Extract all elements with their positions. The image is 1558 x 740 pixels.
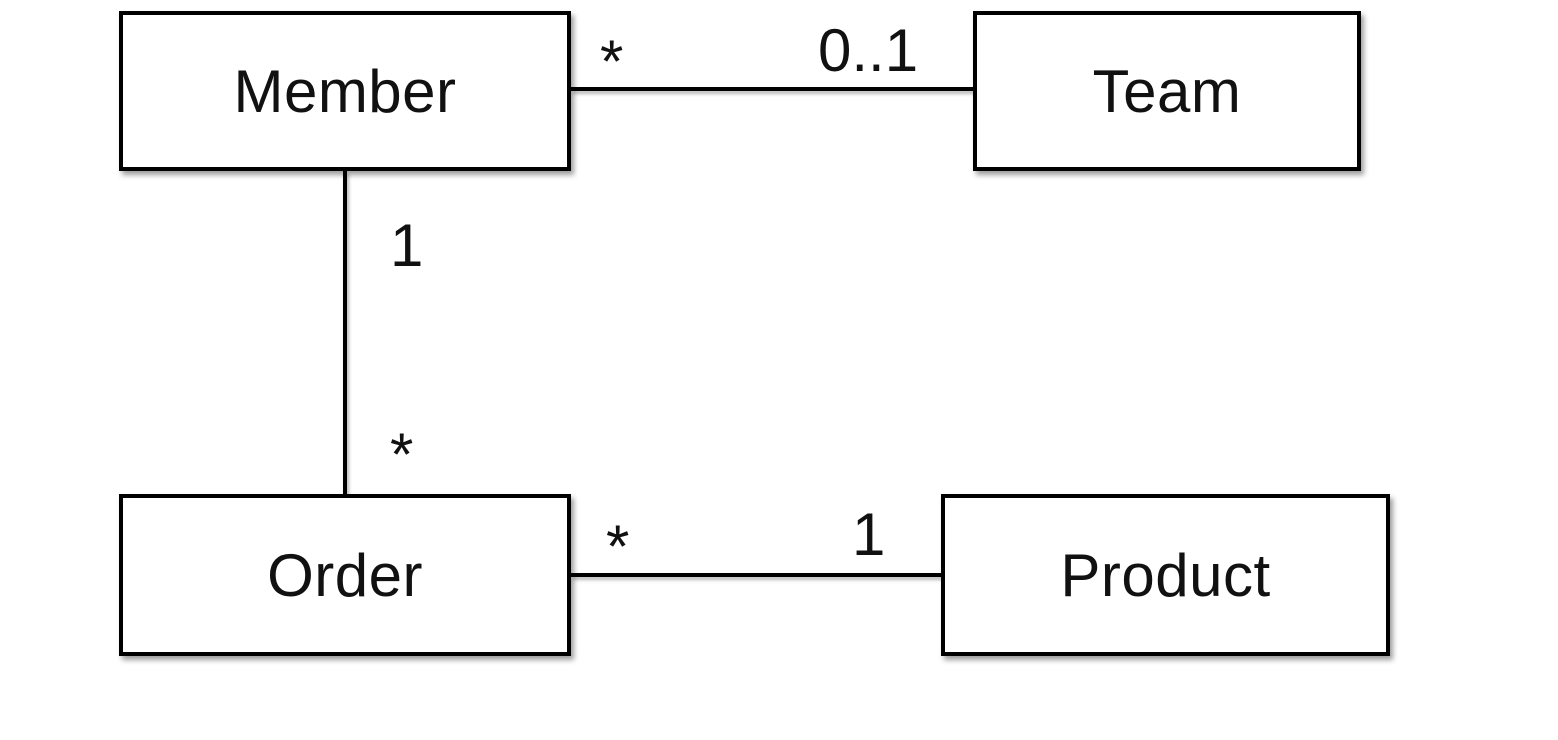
relation-line-member-team (571, 87, 973, 91)
entity-label-member: Member (233, 57, 457, 125)
multiplicity-order-product-product-end: 1 (852, 501, 886, 568)
multiplicity-order-product-order-end: * (606, 513, 630, 580)
entity-box-team: Team (973, 11, 1361, 171)
entity-box-product: Product (941, 494, 1390, 656)
relation-line-member-order (343, 171, 347, 494)
multiplicity-member-order-order-end: * (390, 421, 414, 488)
entity-box-member: Member (119, 11, 571, 171)
entity-label-order: Order (267, 541, 423, 609)
entity-label-product: Product (1060, 541, 1271, 609)
entity-box-order: Order (119, 494, 571, 656)
multiplicity-member-order-member-end: 1 (390, 212, 424, 279)
multiplicity-member-team-member-end: * (600, 28, 624, 95)
relation-line-order-product (571, 573, 941, 577)
entity-label-team: Team (1092, 57, 1242, 125)
multiplicity-member-team-team-end: 0..1 (818, 17, 919, 84)
